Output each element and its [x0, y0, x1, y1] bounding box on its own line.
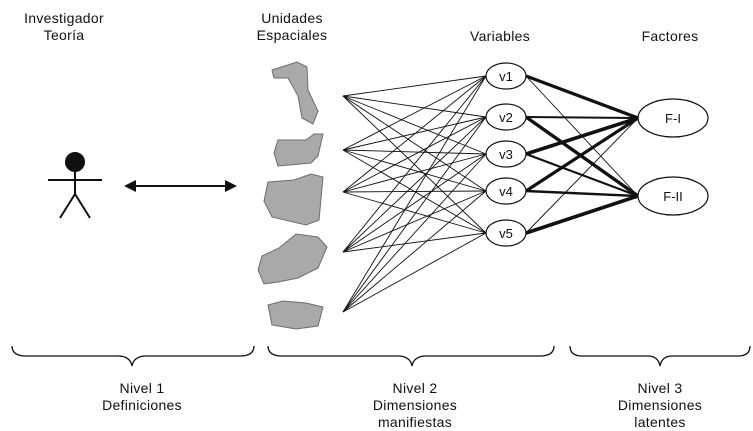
brace-level-1	[11, 345, 255, 367]
level-2-label: Nivel 2 Dimensiones manifiestas	[340, 380, 490, 431]
unit-variable-link	[342, 190, 487, 193]
unit-variable-link	[342, 190, 487, 313]
variable-label-v5: v5	[499, 226, 513, 241]
variable-factor-loading	[525, 116, 639, 119]
variable-node-v1: v1	[485, 62, 527, 90]
unit-variable-link	[342, 232, 487, 253]
variable-label-v2: v2	[499, 110, 513, 125]
unit-variable-link	[342, 191, 487, 234]
unit-variable-link	[342, 153, 487, 193]
variable-nodes: v1 v2 v3 v4 v5	[485, 62, 527, 247]
variable-label-v4: v4	[499, 184, 513, 199]
header-unidades-line2: Espaciales	[256, 27, 328, 43]
variable-factor-loading	[525, 152, 639, 198]
unit-variable-link	[342, 75, 487, 151]
bidirectional-arrow	[124, 180, 237, 192]
spatial-unit-2	[273, 133, 324, 167]
unit-variable-link	[342, 75, 487, 97]
unit-variable-link	[342, 95, 487, 192]
unit-variable-link	[342, 149, 487, 192]
factor-node-f2: F-II	[637, 176, 709, 216]
variable-factor-loading	[525, 74, 639, 120]
level-1-label: Nivel 1 Definiciones	[62, 380, 222, 414]
header-investigador-line1: Investigador	[24, 10, 104, 26]
header-investigador-line2: Teoría	[43, 27, 85, 43]
variable-factor-loading	[525, 116, 639, 156]
unit-variable-link	[342, 75, 487, 313]
level-2-desc2: manifiestas	[377, 414, 453, 430]
variable-node-v3: v3	[485, 140, 527, 168]
factor-nodes: F-I F-II	[637, 98, 709, 216]
brace-level-3	[569, 345, 751, 367]
unit-variable-link	[342, 190, 487, 253]
unit-variable-link	[342, 116, 487, 253]
level-1-desc: Definiciones	[102, 397, 182, 413]
level-3-desc: Dimensiones	[617, 397, 703, 413]
variable-label-v3: v3	[499, 147, 513, 162]
brace-level-2	[267, 345, 555, 367]
level-2-title: Nivel 2	[392, 380, 438, 396]
spatial-unit-5	[267, 300, 324, 330]
unit-variable-link	[342, 95, 487, 155]
header-investigador: Investigador Teoría	[0, 10, 128, 44]
braces	[11, 345, 751, 367]
spatial-unit-1	[271, 61, 319, 125]
level-3-desc2: latentes	[634, 414, 686, 430]
factor-label-f2: F-II	[663, 189, 683, 204]
connections	[342, 74, 639, 313]
unit-variable-link	[342, 153, 487, 253]
variable-node-v5: v5	[485, 219, 527, 247]
spatial-units	[257, 61, 328, 330]
factor-label-f1: F-I	[665, 111, 681, 126]
level-3-label: Nivel 3 Dimensiones latentes	[590, 380, 730, 431]
unit-variable-link	[342, 75, 487, 193]
level-1-title: Nivel 1	[119, 380, 165, 396]
variable-factor-loading	[525, 116, 639, 193]
header-unidades: Unidades Espaciales	[228, 10, 356, 44]
variable-label-v1: v1	[499, 69, 513, 84]
variable-node-v4: v4	[485, 177, 527, 205]
researcher-figure	[48, 152, 102, 219]
variable-factor-loading	[525, 115, 639, 198]
level-2-desc: Dimensiones	[372, 397, 458, 413]
unit-variable-link	[342, 232, 487, 313]
unit-variable-link	[342, 149, 487, 155]
level-3-title: Nivel 3	[637, 380, 683, 396]
header-unidades-line1: Unidades	[261, 10, 323, 26]
factor-node-f1: F-I	[637, 98, 709, 138]
unit-variable-link	[342, 75, 487, 253]
spatial-unit-4	[257, 233, 328, 285]
unit-variable-link	[342, 153, 487, 313]
unit-variable-link	[342, 116, 487, 193]
header-factores: Factores	[641, 28, 699, 44]
unit-variable-link	[342, 116, 487, 313]
spatial-unit-3	[263, 173, 324, 226]
variable-node-v2: v2	[485, 103, 527, 131]
header-variables: Variables	[469, 28, 531, 44]
variable-factor-loading	[525, 194, 639, 235]
variable-factor-loading	[525, 189, 639, 198]
unit-variable-link	[342, 95, 487, 118]
